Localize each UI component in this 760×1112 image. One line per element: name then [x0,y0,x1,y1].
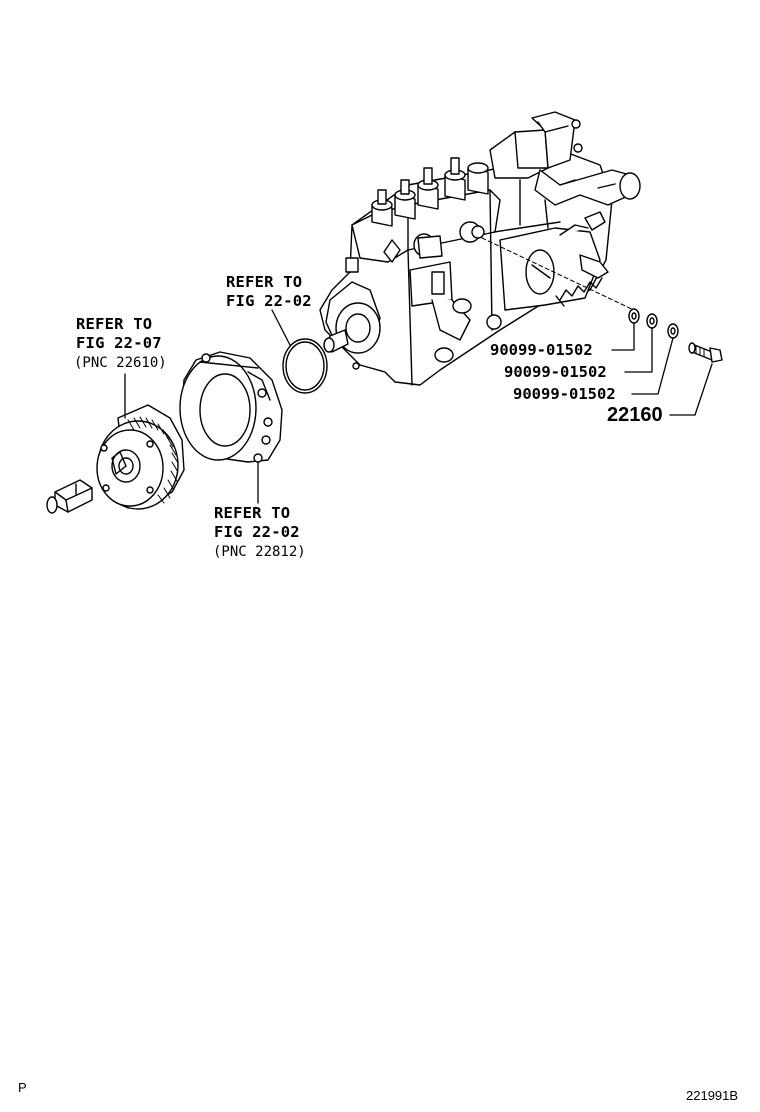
bolt-icon [688,342,723,363]
housing-pnc-label: (PNC 22812) [213,544,306,560]
washer-part-number-2[interactable]: 90099-01502 [504,363,607,381]
gear-refer-to-label[interactable]: REFER TO [76,315,153,333]
gear-housing-icon [179,351,283,463]
gear-pnc-label: (PNC 22610) [74,355,167,371]
drive-gear-icon [96,404,185,510]
footer-left-code: P [18,1080,27,1095]
washer-part-number-1[interactable]: 90099-01502 [490,341,593,359]
o-ring-icon [282,338,328,394]
injection-pump-icon [319,111,641,386]
bolt-part-number[interactable]: 22160 [607,404,663,426]
oring-refer-to-label[interactable]: REFER TO [226,273,303,291]
oring-fig-reference-link[interactable]: FIG 22-02 [226,292,312,310]
housing-fig-reference-link[interactable]: FIG 22-02 [214,523,300,541]
housing-refer-to-label[interactable]: REFER TO [214,504,291,522]
gear-fig-reference-link[interactable]: FIG 22-07 [76,334,162,352]
shaft-key-icon [46,479,93,514]
washer-icon [628,308,679,339]
washer-part-number-3[interactable]: 90099-01502 [513,385,616,403]
footer-illustration-number: 221991B [686,1088,739,1103]
